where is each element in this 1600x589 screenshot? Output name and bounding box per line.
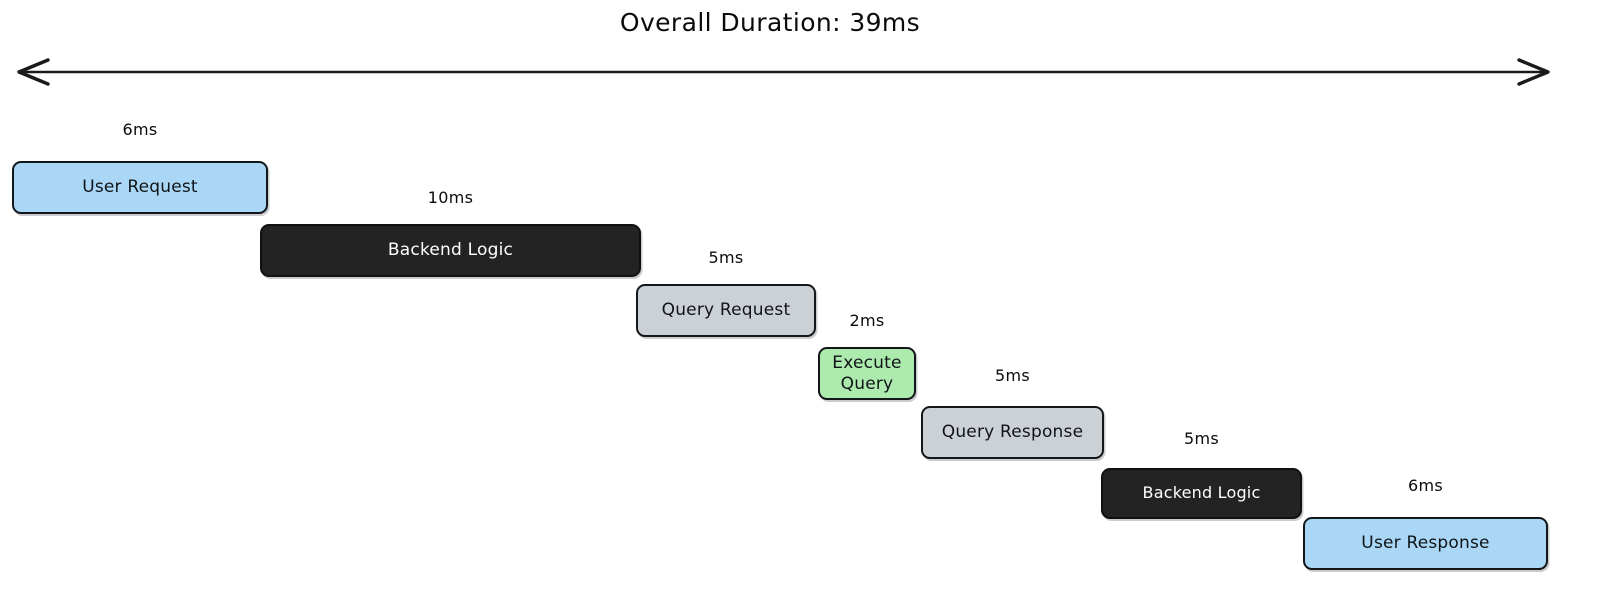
duration-text: 5ms — [708, 248, 744, 267]
bar-backend-logic-2[interactable]: Backend Logic — [1101, 468, 1302, 519]
bar-execute-query[interactable]: Execute Query — [818, 347, 916, 400]
duration-label-query-response: 5ms — [921, 366, 1104, 385]
bar-user-response[interactable]: User Response — [1303, 517, 1548, 570]
duration-label-backend-logic-2: 5ms — [1101, 429, 1302, 448]
bar-query-response[interactable]: Query Response — [921, 406, 1104, 459]
diagram-title: Overall Duration: 39ms — [619, 8, 921, 37]
bar-label: User Request — [82, 177, 198, 198]
duration-label-user-request: 6ms — [12, 120, 268, 139]
duration-label-execute-query: 2ms — [818, 311, 916, 330]
duration-text: 6ms — [122, 120, 158, 139]
bar-label: Query Request — [661, 300, 791, 321]
duration-label-user-response: 6ms — [1303, 476, 1548, 495]
bar-user-request[interactable]: User Request — [12, 161, 268, 214]
bar-label: Execute Query — [832, 353, 902, 394]
duration-text: 6ms — [1407, 476, 1443, 495]
bar-label: User Response — [1361, 533, 1490, 554]
overall-duration-axis — [17, 58, 1550, 86]
duration-text: 10ms — [427, 188, 474, 207]
bar-query-request[interactable]: Query Request — [636, 284, 816, 337]
duration-text: 5ms — [994, 366, 1030, 385]
bar-label: Backend Logic — [1142, 483, 1261, 503]
duration-label-query-request: 5ms — [636, 248, 816, 267]
duration-text: 2ms — [849, 311, 885, 330]
bar-label: Backend Logic — [387, 240, 514, 261]
bar-label: Query Response — [941, 422, 1084, 443]
bar-backend-logic-1[interactable]: Backend Logic — [260, 224, 641, 277]
duration-text: 5ms — [1183, 429, 1219, 448]
duration-label-backend-logic-1: 10ms — [260, 188, 641, 207]
